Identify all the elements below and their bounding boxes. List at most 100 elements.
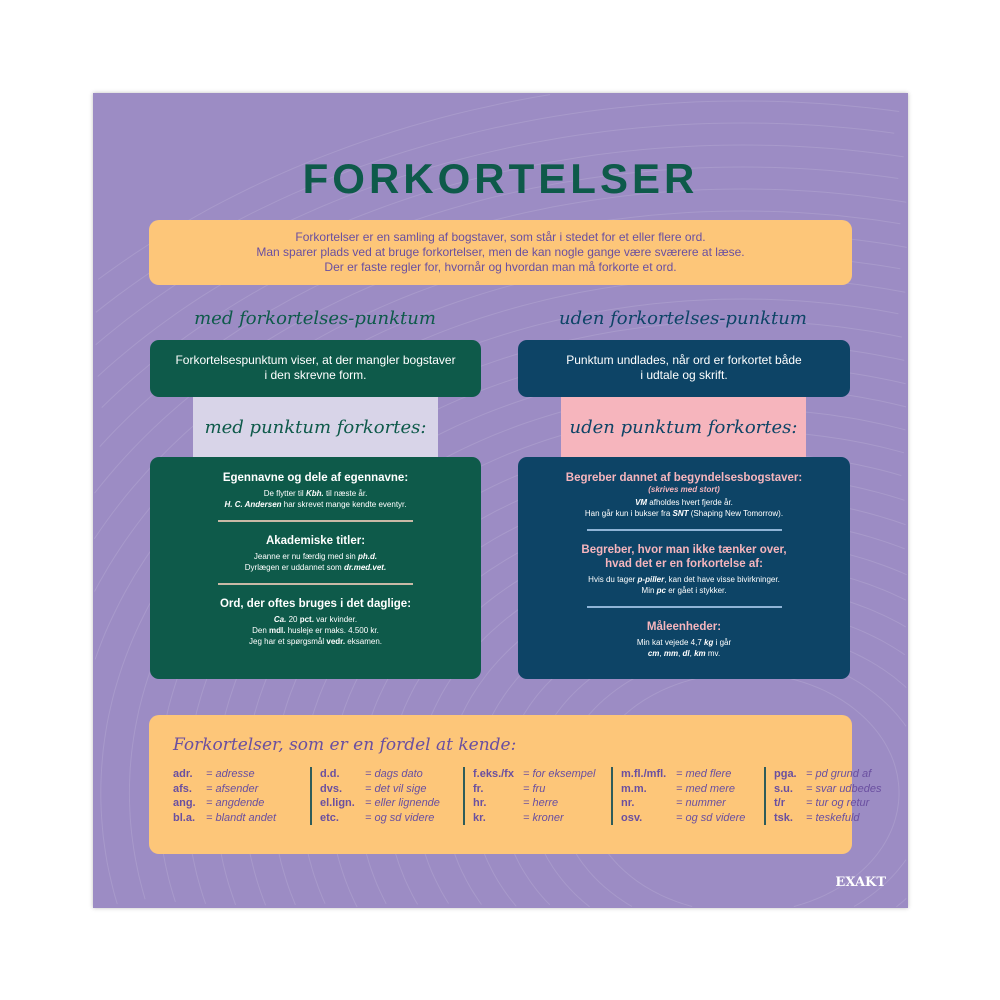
left-heading: med forkortelses-punktum bbox=[194, 308, 436, 329]
right-description: Punktum undlades, når ord er forkortet b… bbox=[518, 340, 850, 397]
definition: = for eksempel bbox=[523, 768, 596, 780]
definition: = fru bbox=[523, 782, 546, 795]
abbreviation: etc. bbox=[320, 811, 339, 824]
abbreviation-row: fr. = fru bbox=[473, 782, 603, 797]
divider bbox=[586, 529, 782, 531]
example-section: Begreber, hvor man ikke tænker over,hvad… bbox=[518, 543, 850, 596]
definition: = pd grund af bbox=[806, 768, 872, 780]
example-line: Jeg har et spørgsmål vedr. eksamen. bbox=[249, 637, 382, 646]
abbreviation-column: pga. = pd grund af s.u. = svar udbedes t/r = … bbox=[764, 767, 894, 825]
abbreviation: osv. bbox=[621, 811, 643, 824]
section-title: Akademiske titler: bbox=[265, 535, 366, 547]
abbreviation-row: bl.a.= blandt andet bbox=[173, 811, 302, 826]
example-line: Min pc er gået i stykker. bbox=[641, 586, 727, 595]
example-line: Han går kun i bukser fra SNT (Shaping Ne… bbox=[584, 509, 784, 518]
desc-line: Punktum undlades, når ord er forkortet b… bbox=[566, 353, 802, 367]
definition: = nummer bbox=[676, 797, 726, 809]
definition: = svar udbedes bbox=[806, 782, 882, 795]
abbreviation: nr. bbox=[621, 797, 635, 809]
section-title: Begreber dannet af begyndelsesbogstaver: bbox=[565, 472, 803, 484]
abbreviation: t/r bbox=[774, 797, 785, 809]
abbreviation-row: afs. = afsender bbox=[173, 782, 302, 797]
definition: = dags dato bbox=[365, 768, 423, 780]
example-line: Jeanne er nu færdig med sin ph.d. bbox=[253, 552, 378, 561]
swirl-line bbox=[101, 166, 899, 408]
abbreviation-row: ang. = angdende bbox=[173, 796, 302, 811]
abbreviation: m.fl./mfl. bbox=[621, 768, 667, 780]
definition: = og sd videre bbox=[676, 811, 746, 824]
poster: FORKORTELSER Forkortelser er en samling … bbox=[93, 93, 908, 908]
abbreviation-row: kr.= kroner bbox=[473, 811, 603, 826]
definition: = og sd videre bbox=[365, 811, 435, 824]
abbreviation-row: nr. = nummer bbox=[621, 796, 756, 811]
example-line: cm, mm, dl, km mv. bbox=[647, 649, 721, 658]
abbreviation-row: s.u. = svar udbedes bbox=[774, 782, 886, 797]
example-line: Hvis du tager p-piller, kan det have vis… bbox=[588, 575, 780, 584]
example-section: Ord, der oftes bruges i det daglige: Ca. … bbox=[150, 597, 481, 647]
desc-line: i den skrevne form. bbox=[264, 368, 367, 382]
exakt-logo: EXAKT bbox=[835, 875, 886, 890]
page-title: FORKORTELSER bbox=[302, 155, 699, 202]
abbreviation: dvs. bbox=[320, 782, 343, 795]
divider bbox=[218, 583, 413, 585]
definition: = med flere bbox=[676, 768, 732, 780]
definition: = afsender bbox=[206, 782, 259, 795]
abbreviation: fr. bbox=[473, 782, 484, 795]
desc-line: Forkortelsespunktum viser, at der mangle… bbox=[175, 353, 456, 367]
abbreviation: adr. bbox=[173, 768, 193, 780]
left-description: Forkortelsespunktum viser, at der mangle… bbox=[150, 340, 481, 397]
left-examples: Egennavne og dele af egennavne: De flytte… bbox=[150, 457, 481, 679]
abbreviation-list: Forkortelser, som er en fordel at kende:… bbox=[149, 715, 882, 854]
abbreviation-row: m.m.= med mere bbox=[621, 782, 756, 797]
section-title: Måleenheder: bbox=[646, 621, 722, 633]
example-line: De flytter til Kbh. til næste år. bbox=[263, 489, 368, 498]
abbreviation-row: dvs. = det vil sige bbox=[320, 782, 455, 797]
intro-box: Forkortelser er en samling af bogstaver,… bbox=[149, 220, 852, 285]
section-subtitle: (skrives med stort) bbox=[648, 485, 720, 494]
abbreviation: el.lign. bbox=[320, 797, 355, 809]
swirl-line bbox=[97, 144, 904, 377]
abbreviation-row: osv. = og sd videre bbox=[621, 811, 756, 826]
abbreviation: ang. bbox=[173, 797, 196, 809]
example-line: H. C. Andersen har skrevet mange kendte … bbox=[224, 500, 407, 509]
abbreviation: hr. bbox=[473, 797, 487, 809]
example-line: Dyrlægen er uddannet som dr.med.vet. bbox=[244, 563, 387, 572]
example-line: Den mdl. husleje er maks. 4.500 kr. bbox=[252, 626, 379, 635]
right-tab: uden punktum forkortes: bbox=[561, 397, 806, 457]
example-section: Egennavne og dele af egennavne: De flytte… bbox=[150, 471, 481, 510]
abbreviation: s.u. bbox=[774, 782, 793, 795]
definition: = angdende bbox=[206, 797, 265, 809]
abbreviation: f.eks./fx bbox=[473, 768, 514, 780]
definition: = tur og retur bbox=[806, 797, 870, 809]
definition: = det vil sige bbox=[365, 782, 427, 795]
left-tab: med punktum forkortes: bbox=[193, 397, 438, 457]
definition: = blandt andet bbox=[206, 811, 277, 824]
section-title: Egennavne og dele af egennavne: bbox=[222, 472, 409, 484]
definition: = teskefuld bbox=[806, 811, 860, 824]
intro-line: Man sparer plads ved at bruge forkortels… bbox=[256, 245, 745, 259]
definition: = kroner bbox=[523, 811, 564, 824]
example-section: Begreber dannet af begyndelsesbogstaver:… bbox=[518, 471, 850, 519]
intro-line: Der er faste regler for, hvornår og hvor… bbox=[324, 260, 677, 274]
abbreviation-row: el.lign.= eller lignende bbox=[320, 796, 455, 811]
abbreviation-row: etc. = og sd videre bbox=[320, 811, 455, 826]
example-section: Akademiske titler: Jeanne er nu færdig me… bbox=[150, 534, 481, 573]
abbreviation-row: pga. = pd grund af bbox=[774, 767, 886, 782]
abbreviation-list-title: Forkortelser, som er en fordel at kende: bbox=[173, 735, 517, 755]
abbreviation-row: hr.= herre bbox=[473, 796, 603, 811]
section-title: Begreber, hvor man ikke tænker over,hvad… bbox=[581, 544, 787, 570]
abbreviation: afs. bbox=[173, 782, 192, 795]
abbreviation: d.d. bbox=[320, 768, 340, 780]
example-line: Ca. 20 pct. var kvinder. bbox=[273, 615, 358, 624]
abbreviation: tsk. bbox=[774, 811, 793, 824]
abbreviation-row: tsk. = teskefuld bbox=[774, 811, 886, 826]
example-section: Måleenheder: Min kat vejede 4,7 kg i går c… bbox=[518, 620, 850, 659]
abbreviation: pga. bbox=[774, 768, 797, 780]
example-line: Min kat vejede 4,7 kg i går bbox=[636, 638, 732, 647]
section-title: Ord, der oftes bruges i det daglige: bbox=[219, 598, 412, 610]
abbreviation-row: m.fl./mfl. = med flere bbox=[621, 767, 756, 782]
